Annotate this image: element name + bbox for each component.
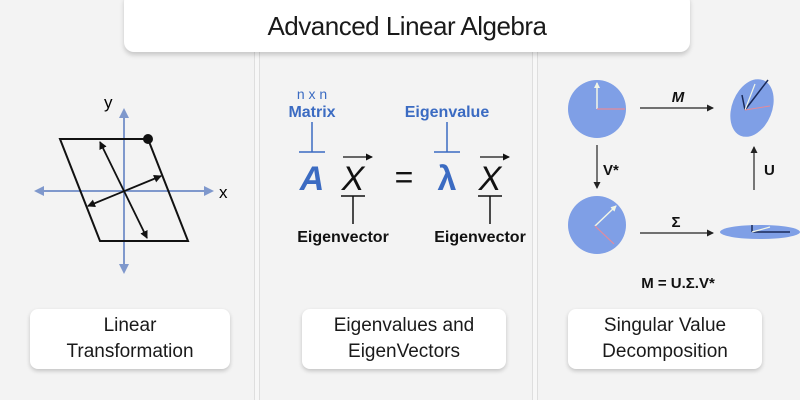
- svd-diagram: M V* U Σ M = U.Σ.V*: [568, 79, 800, 292]
- linear-transformation-diagram: y x: [34, 93, 228, 274]
- label-line-2: EigenVectors: [348, 341, 460, 362]
- label-line-1: Linear: [103, 315, 157, 336]
- eigen-arrow-2: [87, 174, 162, 208]
- corner-point: [143, 134, 153, 144]
- label-U: U: [764, 162, 775, 179]
- eigen-equation-diagram: n x n Matrix Eigenvalue A X = λ X Eigenv…: [288, 86, 526, 246]
- label-line-2: Decomposition: [602, 341, 728, 362]
- lambda-symbol: λ: [438, 160, 457, 198]
- x-axis-label: x: [219, 183, 228, 202]
- matrix-symbol: A: [299, 160, 325, 198]
- equals-sign: =: [395, 159, 414, 195]
- scaled-ellipse: [720, 225, 800, 239]
- label-line-1: Singular Value: [603, 315, 727, 336]
- label-linear-transformation: Linear Transformation: [30, 309, 230, 369]
- unit-disc: [568, 80, 626, 138]
- vector-symbol-right: X: [478, 160, 503, 198]
- page-title: Advanced Linear Algebra: [267, 10, 547, 41]
- eigenvector-label-left: Eigenvector: [297, 229, 389, 246]
- label-M: M: [672, 89, 685, 106]
- label-line-2: Transformation: [66, 341, 194, 362]
- rotated-disc: [568, 196, 626, 254]
- vector-symbol-left: X: [341, 160, 366, 198]
- label-Sigma: Σ: [671, 214, 680, 231]
- eigenvector-label-right: Eigenvector: [434, 229, 526, 246]
- y-axis-label: y: [104, 93, 113, 112]
- label-V: V*: [603, 162, 619, 179]
- panel-divider-left: [254, 52, 260, 400]
- parallelogram: [58, 138, 190, 242]
- panel-divider-right: [532, 52, 538, 400]
- eigenvalue-label: Eigenvalue: [405, 104, 490, 121]
- matrix-label: Matrix: [288, 104, 335, 121]
- transformed-ellipse: [730, 79, 774, 137]
- svd-formula: M = U.Σ.V*: [641, 275, 715, 292]
- label-eigenvalues: Eigenvalues and EigenVectors: [302, 309, 506, 369]
- title-card: Advanced Linear Algebra: [124, 0, 690, 52]
- label-line-1: Eigenvalues and: [333, 315, 475, 336]
- label-svd: Singular Value Decomposition: [568, 309, 762, 369]
- matrix-dim-label: n x n: [297, 86, 327, 102]
